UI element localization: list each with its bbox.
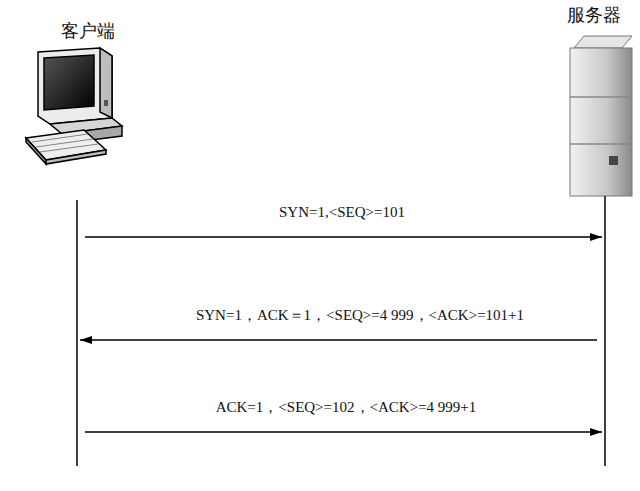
message-label: ACK=1，<SEQ>=102，<ACK>=4 999+1 xyxy=(214,398,479,416)
participant: 客户端 xyxy=(15,20,139,466)
participant-label: 服务器 xyxy=(552,4,636,26)
lifeline xyxy=(604,196,606,466)
client-computer-icon xyxy=(26,48,122,164)
message-arrow xyxy=(85,236,602,238)
server-tower-icon xyxy=(570,36,632,196)
participant-label: 客户端 xyxy=(15,20,139,42)
message-label: SYN=1，ACK＝1，<SEQ>=4 999，<ACK>=101+1 xyxy=(194,306,526,324)
participant: 服务器 xyxy=(552,4,636,466)
message-arrow xyxy=(85,431,602,433)
message-label: SYN=1,<SEQ>=101 xyxy=(277,203,407,221)
lifeline xyxy=(76,200,78,466)
message-arrow xyxy=(80,339,597,341)
